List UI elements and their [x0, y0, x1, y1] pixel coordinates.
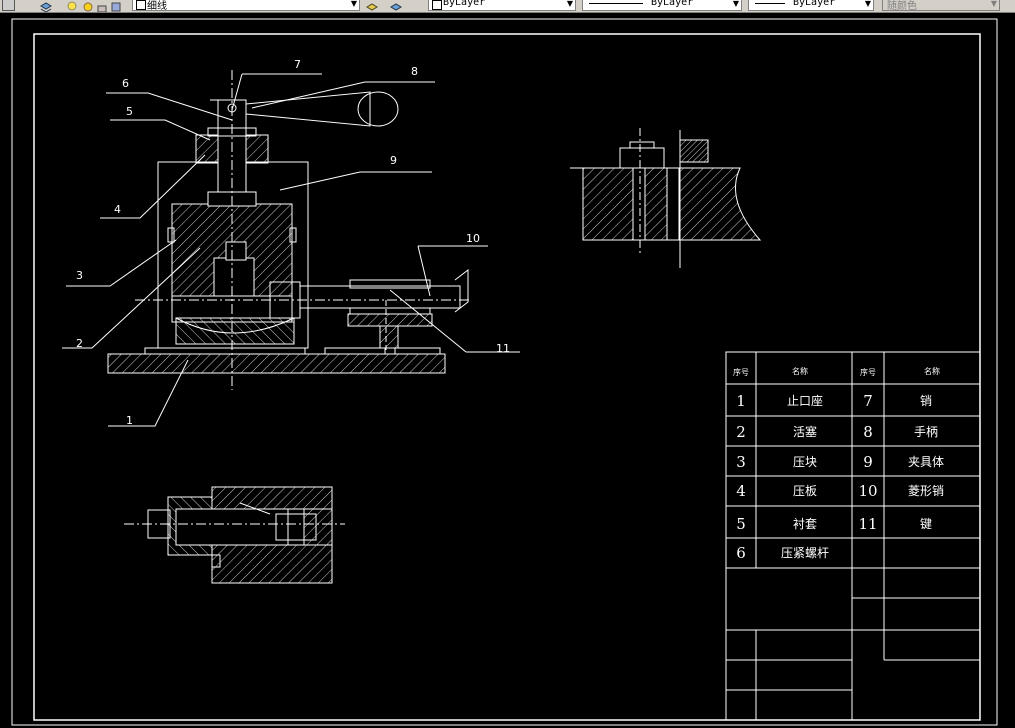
callout-6: 6 [122, 77, 129, 90]
bom-row-name: 压块 [793, 455, 817, 469]
base-step-right2 [394, 347, 441, 355]
callout-4: 4 [114, 203, 121, 216]
bom-header-name: 名称 [792, 366, 808, 376]
callout-7: 7 [294, 58, 301, 71]
callout-8: 8 [411, 65, 418, 78]
lineweight-dropdown[interactable]: ByLayer ▼ [748, 0, 874, 11]
bom-row-name: 活塞 [793, 424, 817, 439]
linetype-value: ByLayer [651, 0, 694, 8]
lineweight-sample [755, 3, 785, 4]
bom-row-no: 1 [736, 392, 746, 410]
handle [245, 91, 371, 127]
callout-10: 10 [466, 232, 480, 245]
chevron-down-icon: ▼ [990, 0, 997, 8]
callout-1: 1 [126, 414, 133, 427]
lock-icon[interactable] [96, 0, 107, 12]
color-dropdown[interactable]: ByLayer ▼ [428, 0, 576, 11]
bom-row-no: 5 [736, 515, 746, 533]
plotstyle-dropdown[interactable]: 随颜色 ▼ [882, 0, 1000, 12]
callout-2: 2 [76, 337, 83, 350]
color-swatch [432, 0, 442, 10]
bom-row-name-2: 夹具体 [908, 455, 944, 469]
layer-color-swatch [136, 0, 146, 10]
handle-knob [357, 91, 399, 127]
callout-9: 9 [390, 154, 397, 167]
bom-row-name-2: 键 [920, 517, 932, 531]
layer-dropdown[interactable]: 细线 ▼ [132, 0, 360, 12]
bom-row-name: 衬套 [793, 517, 817, 531]
bom-row-name-2: 手柄 [914, 425, 938, 439]
bulb-icon[interactable] [66, 0, 77, 11]
bom-row-name: 压板 [793, 484, 817, 498]
callout-3: 3 [76, 269, 83, 282]
chevron-down-icon: ▼ [566, 0, 573, 8]
bom-row-name: 止口座 [787, 393, 823, 408]
bom-row-no-2: 10 [858, 482, 877, 500]
main-assembly-view [107, 70, 470, 390]
bom-row-name-2: 销 [920, 394, 932, 408]
bom-row-no-2: 11 [858, 515, 877, 533]
bom-row-no: 4 [736, 482, 746, 500]
bom-row-no: 6 [736, 544, 746, 562]
bom-row-name: 压紧螺杆 [781, 546, 829, 560]
layer-previous-icon[interactable] [390, 0, 402, 11]
lower-detail-view [124, 486, 345, 584]
linetype-sample [589, 3, 643, 4]
bom-header-name-2: 名称 [924, 366, 940, 376]
plot-icon[interactable] [110, 0, 121, 12]
bom-row-no-2: 9 [863, 453, 873, 471]
bom-row-name-2: 菱形销 [908, 484, 944, 498]
base-plate [107, 353, 446, 374]
linetype-dropdown[interactable]: ByLayer ▼ [582, 0, 742, 11]
parts-list-table [725, 351, 981, 721]
plotstyle-value: 随颜色 [887, 1, 917, 12]
bom-row-no-2: 7 [863, 392, 873, 410]
side-screw [299, 285, 461, 309]
callout-5: 5 [126, 105, 133, 118]
bom-header-no: 序号 [733, 367, 749, 377]
bom-row-no: 3 [736, 453, 746, 471]
callout-11: 11 [496, 342, 510, 355]
base-step [144, 347, 306, 355]
make-current-layer-icon[interactable] [366, 0, 378, 11]
drawing-canvas[interactable]: 6 7 8 5 9 4 3 2 10 11 1 [0, 13, 1015, 728]
chevron-down-icon: ▼ [350, 0, 357, 8]
properties-toolbar: 细线 ▼ ByLayer ▼ ByLayer ▼ ByLayer ▼ 随颜色 ▼ [0, 0, 1015, 13]
layer-name: 细线 [147, 1, 167, 12]
sun-icon[interactable] [82, 0, 93, 12]
chevron-down-icon: ▼ [864, 0, 871, 8]
lineweight-value: ByLayer [793, 0, 836, 8]
bom-row-no: 2 [736, 423, 746, 441]
detail-section-view [570, 128, 762, 268]
outer-border [11, 18, 998, 726]
stop-seat [175, 317, 295, 345]
leader-lines [62, 73, 520, 427]
color-value: ByLayer [443, 0, 486, 8]
bom-row-no-2: 8 [863, 423, 873, 441]
bom-header-no-2: 序号 [860, 367, 876, 377]
piston-cavity [213, 257, 255, 299]
layer-manager-icon[interactable] [2, 0, 15, 11]
layers-icon[interactable] [40, 0, 52, 12]
chevron-down-icon: ▼ [732, 0, 739, 8]
base-step-right [324, 347, 386, 355]
inner-border [33, 33, 981, 721]
